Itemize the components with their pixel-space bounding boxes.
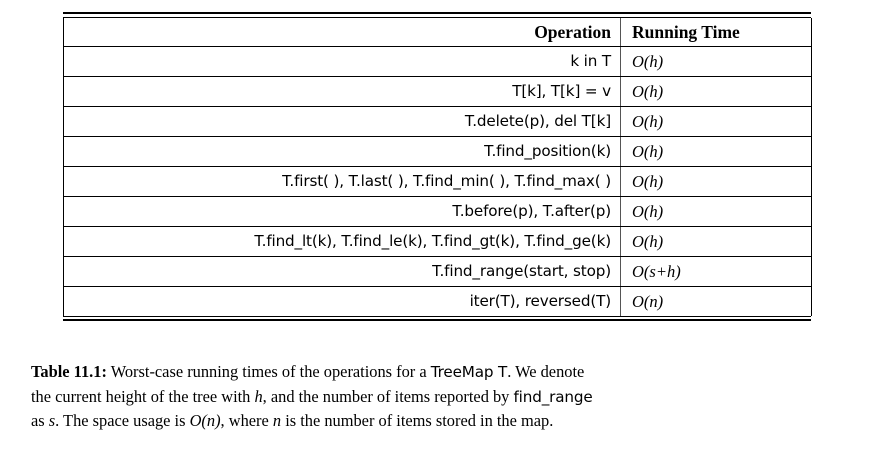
table-bottom-double-rule: [63, 315, 811, 321]
table-rows: k in T O(h) T[k], T[k] = v O(h) T.delete…: [63, 46, 812, 316]
table-row: k in T O(h): [63, 46, 812, 77]
column-header-operation: Operation: [63, 17, 621, 47]
table-row: T.find_position(k) O(h): [63, 136, 812, 167]
running-time-table: Operation Running Time k in T O(h) T[k],…: [63, 12, 812, 321]
caption-line3-text-d: is the number of items stored in the map…: [281, 411, 554, 430]
cell-running-time: O(h): [620, 106, 812, 137]
cell-operation: T.first( ), T.last( ), T.find_min( ), T.…: [63, 166, 621, 197]
table-row: T.find_range(start, stop) O(s+h): [63, 256, 812, 287]
caption-line-3: as s. The space usage is O(n), where n i…: [31, 409, 849, 433]
cell-running-time: O(h): [620, 226, 812, 257]
cell-operation: T.find_range(start, stop): [63, 256, 621, 287]
cell-operation: T.delete(p), del T[k]: [63, 106, 621, 137]
cell-running-time: O(h): [620, 136, 812, 167]
caption-symbol-h: h: [254, 386, 263, 406]
cell-operation: k in T: [63, 46, 621, 77]
cell-operation: T.find_lt(k), T.find_le(k), T.find_gt(k)…: [63, 226, 621, 257]
table-body: Operation Running Time k in T O(h) T[k],…: [63, 17, 812, 316]
caption-line-2: the current height of the tree with h, a…: [31, 385, 849, 410]
table-top-double-rule: [63, 12, 811, 18]
cell-operation: T.before(p), T.after(p): [63, 196, 621, 227]
table-row: T.before(p), T.after(p) O(h): [63, 196, 812, 227]
caption-line3-text-b: . The space usage is: [55, 411, 190, 430]
caption-line1-code: TreeMap T: [430, 363, 508, 381]
caption-line2-code: find_range: [513, 387, 593, 406]
cell-running-time: O(h): [620, 196, 812, 227]
table-row: iter(T), reversed(T) O(n): [63, 286, 812, 316]
caption-line-1: Table 11.1: Worst-case running times of …: [31, 360, 849, 385]
table-header-row: Operation Running Time: [63, 17, 812, 47]
table-caption: Table 11.1: Worst-case running times of …: [31, 360, 849, 433]
cell-operation: iter(T), reversed(T): [63, 286, 621, 316]
caption-line3-text-c: , where: [220, 411, 273, 430]
caption-line2-text-b: , and the number of items reported by: [262, 386, 514, 406]
table-row: T.first( ), T.last( ), T.find_min( ), T.…: [63, 166, 812, 197]
caption-line1-text-a: Worst-case running times of the operatio…: [106, 362, 431, 381]
table-row: T[k], T[k] = v O(h): [63, 76, 812, 107]
table-row: T.find_lt(k), T.find_le(k), T.find_gt(k)…: [63, 226, 812, 257]
caption-complexity-on: O(n): [189, 411, 221, 430]
caption-line3-text-a: as: [31, 411, 49, 430]
caption-label: Table 11.1:: [31, 362, 107, 381]
cell-running-time: O(h): [620, 166, 812, 197]
cell-running-time: O(h): [620, 76, 812, 107]
caption-line2-text-a: the current height of the tree with: [31, 386, 255, 406]
caption-symbol-n: n: [272, 411, 282, 430]
cell-running-time: O(s+h): [620, 256, 812, 287]
column-header-running-time: Running Time: [620, 17, 812, 47]
caption-line1-text-b: . We denote: [507, 362, 585, 381]
cell-running-time: O(n): [620, 286, 812, 316]
table-row: T.delete(p), del T[k] O(h): [63, 106, 812, 137]
cell-operation: T.find_position(k): [63, 136, 621, 167]
cell-operation: T[k], T[k] = v: [63, 76, 621, 107]
caption-symbol-s: s: [48, 411, 56, 430]
cell-running-time: O(h): [620, 46, 812, 77]
